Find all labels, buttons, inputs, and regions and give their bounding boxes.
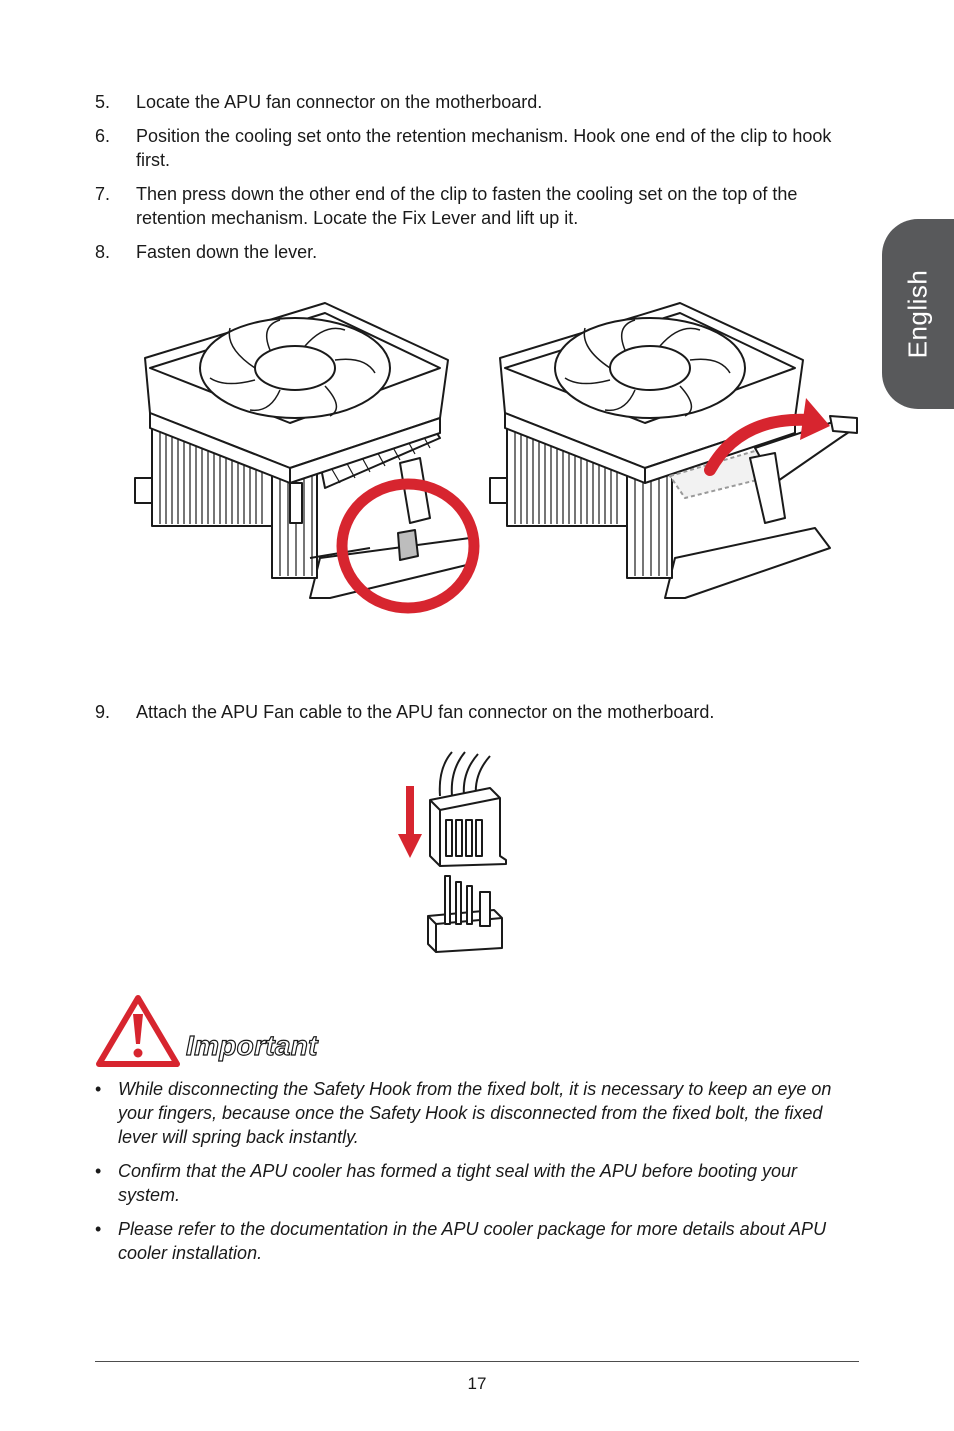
step-number: 8. [95,242,111,262]
step-text: Position the cooling set onto the retent… [136,126,832,170]
bullet-dot: • [95,1079,102,1099]
important-title: Important [185,1029,318,1061]
step-number: 6. [95,126,111,146]
language-label: English [902,269,933,359]
bullet-text: Confirm that the APU cooler has formed a… [118,1161,798,1205]
lift-arrow-icon [704,398,830,476]
step-text: Locate the APU fan connector on the moth… [136,92,543,112]
language-side-tab: English [882,219,954,409]
step-text: Fasten down the lever. [136,242,318,262]
step-number: 5. [95,92,111,112]
cooler-left [134,302,476,599]
page-number: 17 [467,1374,487,1393]
bullet-text: While disconnecting the Safety Hook from… [118,1079,832,1147]
bullet-dot: • [95,1219,102,1239]
cooler-right [489,302,858,599]
step-number: 9. [95,702,111,722]
highlight-circle [336,478,480,614]
down-arrow-icon [398,786,422,858]
bullet-text: Please refer to the documentation in the… [118,1219,827,1263]
bullet-dot: • [95,1161,102,1181]
fan-connector-illustration [398,751,507,953]
step-text: Then press down the other end of the cli… [136,184,798,228]
step-text: Attach the APU Fan cable to the APU fan … [136,702,715,722]
step-number: 7. [95,184,111,204]
fan-cooler-illustration [134,302,858,614]
footer-divider [95,1361,859,1362]
warning-triangle-icon [96,995,180,1067]
